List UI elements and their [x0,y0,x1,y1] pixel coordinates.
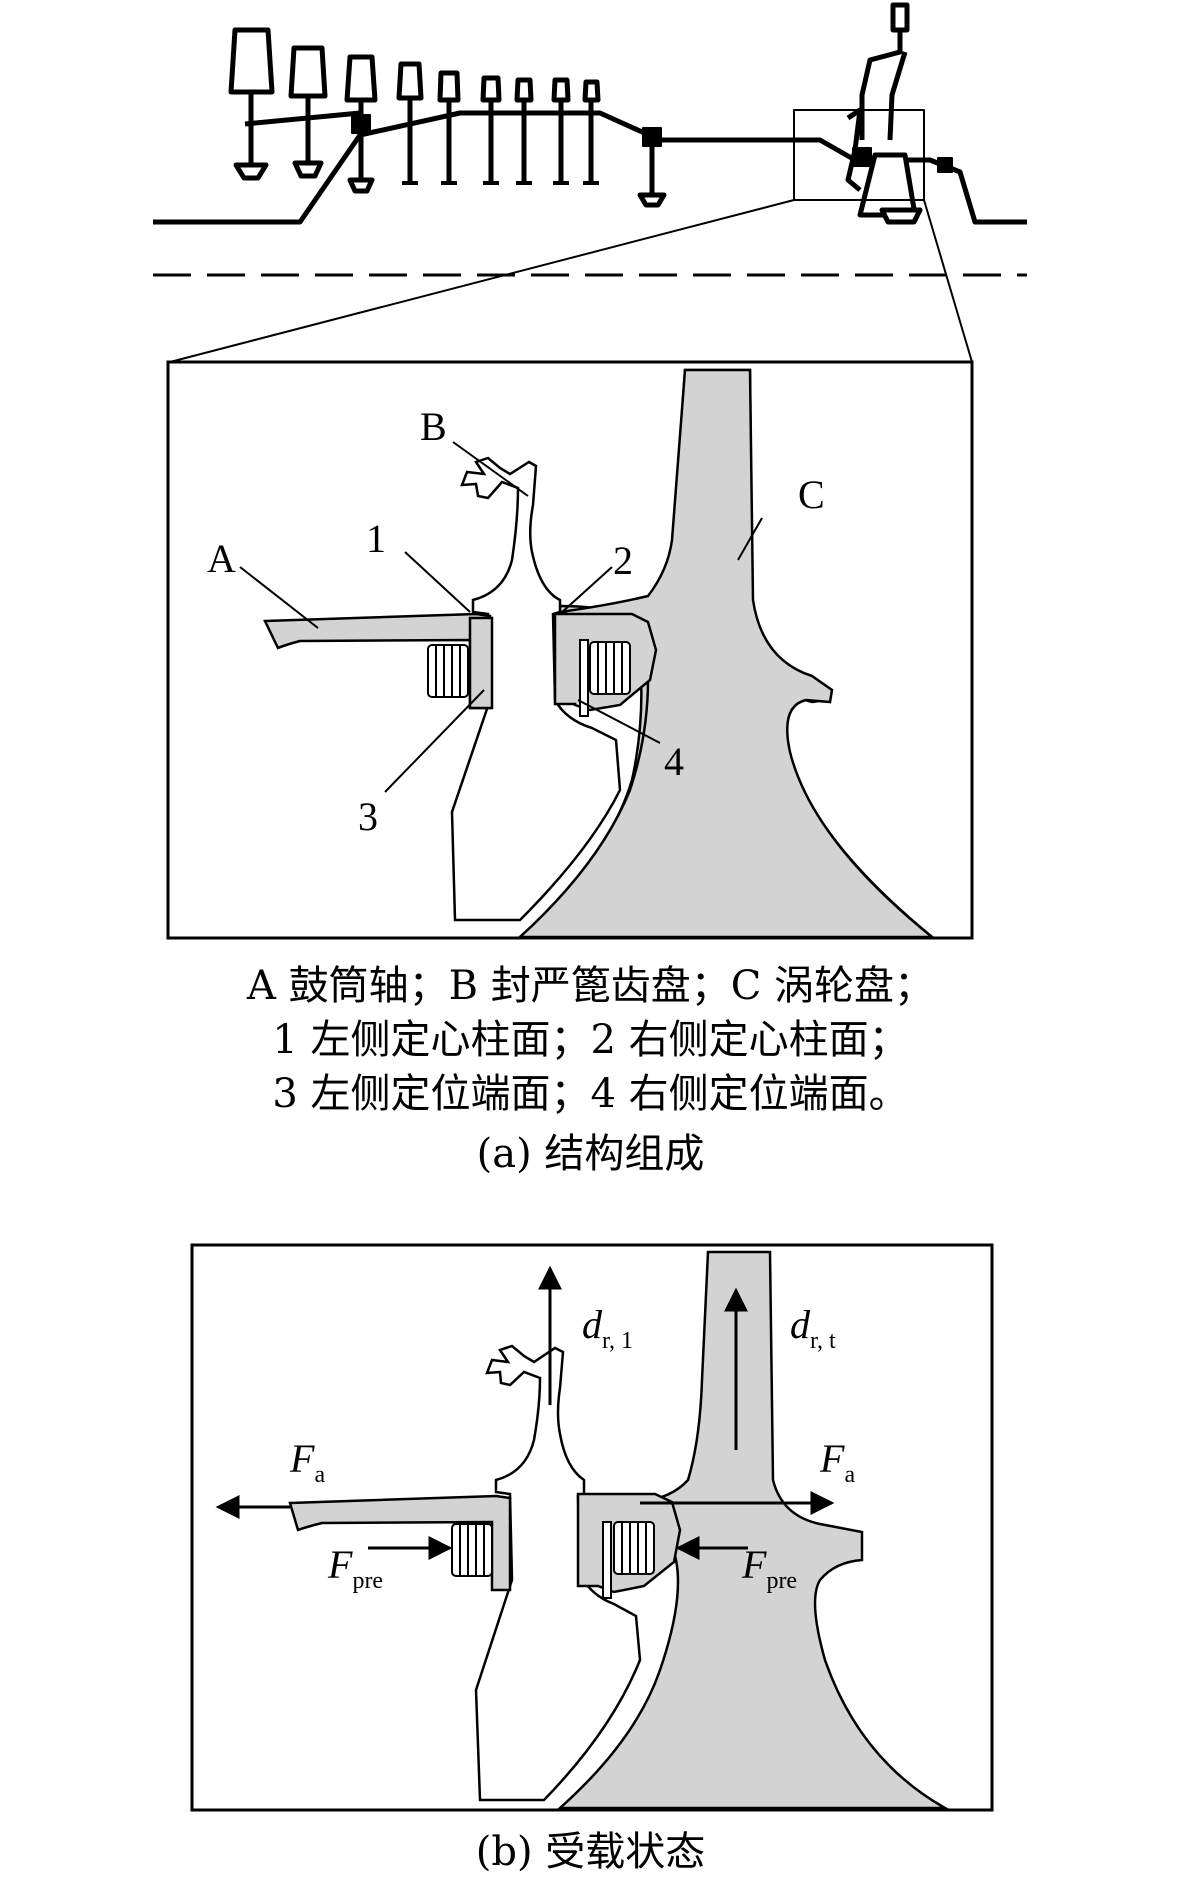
caption-b: (b) 受载状态 [475,1829,706,1875]
label-fpre-left: Fpre [327,1542,383,1594]
seal-disk-b [450,456,622,922]
label-fa-left: Fa [289,1436,325,1488]
panel-a: A B C 1 2 3 4 [166,360,974,940]
shaft-outline [153,110,1027,225]
zoom-leader-right [923,199,973,363]
nut-right-b [613,1521,655,1575]
turbine-stage [845,2,923,225]
right-flange-slot-b [602,1521,612,1599]
label-a: A [207,536,236,581]
label-1: 1 [366,516,386,561]
caption-a: (a) 结构组成 [476,1131,705,1177]
legend-line-3: 3 左侧定位端面；4 右侧定位端面。 [272,1071,909,1117]
rotor-overview [153,2,1027,225]
leader-lines-a [239,441,763,793]
label-fpre-right: Fpre [741,1542,797,1594]
seal-disk-b2 [474,1344,642,1802]
left-flange [468,616,494,710]
nut-left [427,644,469,698]
label-c: C [798,472,825,517]
label-2: 2 [613,538,633,583]
right-flange-slot [579,639,589,717]
turbine-disk-c-body [516,368,936,939]
panel-b: Fa Fa Fpre Fpre dr, 1 dr, t [190,1243,994,1812]
label-drt: dr, t [790,1302,836,1354]
label-4: 4 [664,739,684,784]
drum-shaft-b [288,1494,512,1592]
force-arrows [215,1265,835,1560]
label-b: B [420,404,447,449]
nut-right [589,641,631,695]
zoom-leader-left [169,199,795,363]
label-3: 3 [358,794,378,839]
nut-left-b [451,1523,493,1577]
compressor-blades [228,27,667,208]
zoom-box [793,109,925,201]
legend-line-2: 1 左侧定心柱面；2 右侧定心柱面； [272,1017,909,1063]
label-dr1: dr, 1 [582,1302,633,1354]
drum-line [244,110,361,127]
legend-line-1: A 鼓筒轴；B 封严篦齿盘；C 涡轮盘； [246,963,935,1009]
label-fa-right: Fa [819,1436,855,1488]
